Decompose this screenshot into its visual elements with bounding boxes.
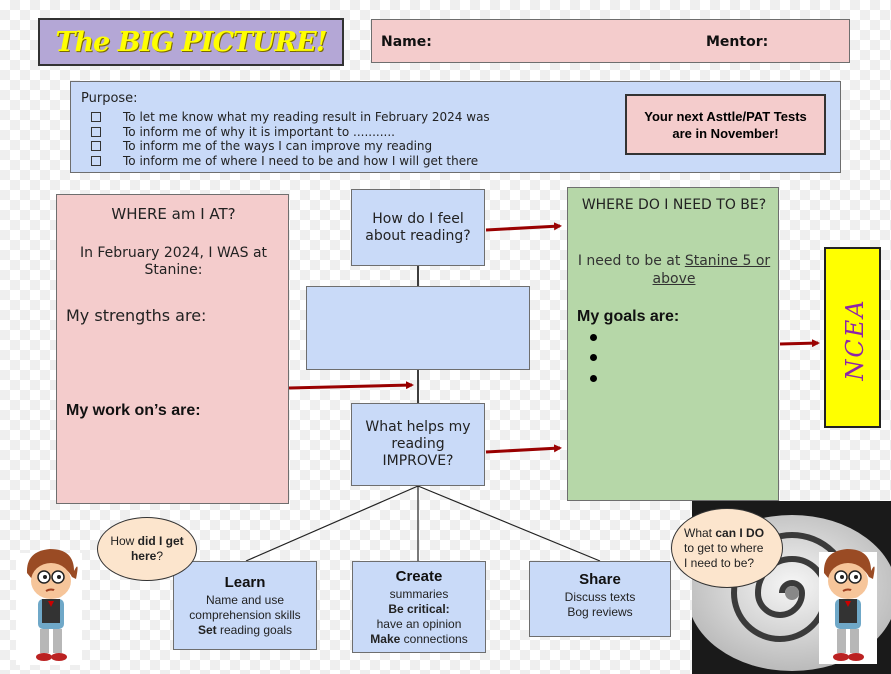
ncea-label: NCEA — [840, 298, 869, 381]
purpose-item: To inform me of why it is important to .… — [91, 125, 490, 140]
purpose-list: To let me know what my reading result in… — [91, 110, 490, 168]
share-line: Bog reviews — [567, 605, 633, 619]
learn-box: Learn Name and use comprehension skills … — [173, 561, 317, 650]
thinking-boy-icon — [26, 549, 78, 661]
create-line: Be critical: — [388, 601, 450, 616]
mentor-label: Mentor: — [706, 34, 769, 50]
strengths-label: My strengths are: — [66, 306, 207, 325]
feel-about-reading-text: How do I feel about reading? — [365, 210, 471, 244]
speech-bubble-left: How did I get here? — [97, 517, 197, 581]
create-title: Create — [395, 567, 443, 585]
purpose-item: To let me know what my reading result in… — [91, 110, 490, 125]
need-to-be-title: WHERE DO I NEED TO BE? — [581, 197, 767, 213]
feel-about-reading-box[interactable]: How do I feel about reading? — [351, 189, 485, 266]
page-title: The BIG PICTURE! — [55, 26, 327, 58]
goal-bullet — [590, 375, 597, 382]
goals-label: My goals are: — [577, 308, 680, 325]
goal-bullet — [590, 334, 597, 341]
purpose-item: To inform me of the ways I can improve m… — [91, 139, 490, 154]
february-stanine: In February 2024, I WAS at Stanine: — [79, 245, 268, 278]
speech-bubble-right: What can I DO to get to where I need to … — [671, 508, 783, 588]
helps-improve-text: What helps my reading IMPROVE? — [365, 419, 471, 469]
arrow-feel-to-need — [485, 222, 562, 232]
arrow-helps-to-need — [485, 444, 562, 454]
checkbox-icon[interactable] — [91, 126, 101, 137]
learn-line: Set reading goals — [197, 622, 293, 637]
tests-notice: Your next Asttle/PAT Tests are in Novemb… — [644, 108, 807, 141]
speech-bubble-text: What can I DO to get to where I need to … — [684, 525, 765, 570]
name-mentor-box[interactable]: Name: Mentor: — [371, 19, 850, 63]
goal-bullet — [590, 354, 597, 361]
create-box: Create summaries Be critical: have an op… — [352, 561, 486, 653]
create-line: summaries — [389, 586, 449, 601]
checkbox-icon[interactable] — [91, 112, 101, 122]
checkbox-icon[interactable] — [91, 141, 101, 151]
need-to-be-box[interactable]: WHERE DO I NEED TO BE? I need to be at S… — [567, 187, 779, 501]
stanine-target: I need to be at Stanine 5 or above — [577, 253, 771, 287]
work-ons-label: My work on’s are: — [66, 402, 201, 419]
where-am-i-title: WHERE am I AT? — [111, 205, 236, 223]
response-box[interactable] — [306, 286, 530, 370]
learn-title: Learn — [224, 573, 266, 591]
title-banner: The BIG PICTURE! — [38, 18, 344, 66]
branch-share — [417, 485, 601, 562]
arrow-need-to-ncea — [779, 339, 820, 348]
tests-notice-box: Your next Asttle/PAT Tests are in Novemb… — [625, 94, 826, 155]
stanine-target-value: Stanine 5 or above — [652, 253, 771, 287]
share-box: Share Discuss texts Bog reviews — [529, 561, 671, 637]
checkbox-icon[interactable] — [91, 155, 101, 166]
create-line: Make connections — [370, 631, 468, 646]
create-line: have an opinion — [376, 616, 462, 631]
purpose-label: Purpose: — [81, 91, 138, 106]
helps-improve-box[interactable]: What helps my reading IMPROVE? — [351, 403, 485, 486]
thinking-boy-icon — [823, 549, 875, 661]
share-title: Share — [579, 571, 621, 588]
branch-learn — [245, 485, 419, 562]
purpose-item: To inform me of where I need to be and h… — [91, 154, 490, 169]
name-label: Name: — [381, 34, 432, 50]
learn-line: Name and use comprehension skills — [189, 592, 301, 622]
ncea-box: NCEA — [824, 247, 881, 428]
where-am-i-box[interactable]: WHERE am I AT? In February 2024, I WAS a… — [56, 194, 289, 504]
arrow-where-to-mid — [288, 381, 414, 390]
speech-bubble-text: How did I get here? — [110, 534, 184, 563]
share-line: Discuss texts — [564, 590, 636, 604]
